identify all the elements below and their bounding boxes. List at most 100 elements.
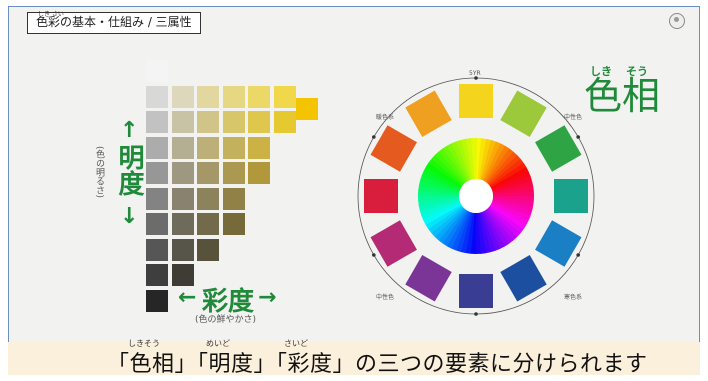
caption-band xyxy=(8,342,700,375)
grey-swatch xyxy=(146,213,168,235)
hue-ring-segment xyxy=(456,139,472,181)
grey-swatch xyxy=(146,136,168,159)
hue-ring-segment xyxy=(438,147,467,183)
hue-ring-segment xyxy=(423,166,462,189)
chroma-swatch xyxy=(197,111,219,133)
chroma-swatch xyxy=(248,136,270,159)
hue-ring-segment xyxy=(485,209,514,245)
hue-ring-segment xyxy=(434,207,466,241)
hue-ring-segment xyxy=(474,212,482,254)
hue-ruby-shiki: しき xyxy=(590,65,612,78)
hue-wheel xyxy=(357,76,595,316)
grey-swatch xyxy=(146,187,168,210)
wheel-tick-dot xyxy=(576,135,580,139)
caption-furigana-3: さいど xyxy=(284,339,308,348)
hue-ring-segment xyxy=(418,194,460,202)
hue-swatch xyxy=(500,90,547,137)
chroma-swatch xyxy=(171,85,194,108)
hue-ring-segment xyxy=(482,210,505,249)
chroma-swatch xyxy=(248,85,270,108)
chroma-swatch xyxy=(222,111,245,133)
grey-swatch xyxy=(146,111,168,133)
hue-ring-segment xyxy=(425,204,463,230)
grey-swatch xyxy=(146,264,168,286)
caption-text: 「色相」「明度」「彩度」の三つの要素に分けられます xyxy=(107,352,648,377)
hue-label: 色相 xyxy=(584,74,661,118)
wheel-tick-dot xyxy=(372,135,376,139)
hue-swatch xyxy=(364,179,398,213)
wheel-tick-dot xyxy=(576,253,580,257)
hue-ring-segment xyxy=(470,138,478,180)
chroma-swatch xyxy=(171,136,194,159)
hue-ring-segment xyxy=(434,150,466,184)
chroma-swatch xyxy=(171,238,194,261)
chroma-swatch xyxy=(222,187,245,210)
chroma-left-arrow: ← xyxy=(178,285,197,310)
hue-swatch xyxy=(459,84,493,118)
breadcrumb-ruby: しき さい xyxy=(38,11,64,18)
hue-ring-segment xyxy=(478,212,492,254)
pure-hue-swatch xyxy=(296,98,318,121)
chroma-swatch xyxy=(197,238,219,261)
chroma-swatch xyxy=(197,85,219,108)
hue-ring-segment xyxy=(487,206,521,238)
chroma-swatch xyxy=(222,213,245,235)
hue-swatch xyxy=(500,255,547,302)
hue-ring-segment xyxy=(485,148,515,184)
hue-ring-segment xyxy=(455,211,472,253)
chroma-swatch xyxy=(171,264,194,286)
hue-ring-segment xyxy=(437,208,467,244)
chroma-swatch xyxy=(197,136,219,159)
hue-ring-segment xyxy=(446,210,469,249)
chroma-swatch xyxy=(171,111,194,133)
hue-ring-segment xyxy=(489,162,527,188)
chroma-swatch xyxy=(171,162,194,184)
hue-ring-segment xyxy=(419,200,461,216)
hue-ring-segment xyxy=(421,170,461,191)
chroma-swatch xyxy=(197,162,219,184)
chroma-swatch xyxy=(171,187,194,210)
hue-ring-segment xyxy=(442,145,468,183)
chroma-swatch xyxy=(273,85,296,108)
hue-ruby-sou: そう xyxy=(626,65,648,78)
hue-ring-segment xyxy=(491,201,531,222)
hue-ring-segment xyxy=(428,157,464,187)
hue-ring-segment xyxy=(481,141,502,181)
wheel-label-tr: 中性色 xyxy=(564,114,583,121)
wheel-label-bl: 中性色 xyxy=(376,294,395,301)
chroma-swatch xyxy=(197,187,219,210)
hue-ring-segment xyxy=(450,211,471,251)
breadcrumb-text: 色彩の基本・仕組み / 三属性 xyxy=(36,15,192,29)
chroma-swatch xyxy=(248,162,270,184)
lightness-sub-label: (色の明るさ) xyxy=(94,146,104,199)
hue-ring-segment xyxy=(492,190,534,198)
hue-swatch xyxy=(554,179,588,213)
hue-ring-segment xyxy=(480,211,496,253)
grey-swatch xyxy=(146,85,168,108)
hue-ring-segment xyxy=(425,161,463,188)
hue-swatch xyxy=(535,125,582,172)
wheel-tick-dot xyxy=(474,312,478,316)
wheel-tick-dot xyxy=(372,253,376,257)
hue-ring-segment xyxy=(484,209,510,247)
chroma-swatch xyxy=(248,111,270,133)
chroma-swatch xyxy=(273,111,296,133)
lightness-up-arrow: ↑ xyxy=(120,118,139,143)
hue-swatch xyxy=(405,90,452,137)
logo-icon xyxy=(669,13,685,29)
grey-swatch xyxy=(146,60,168,82)
lightness-down-arrow: ↓ xyxy=(120,204,139,229)
chroma-swatch xyxy=(222,162,245,184)
hue-ring-segment xyxy=(451,141,471,181)
hue-ring-segment xyxy=(419,175,461,192)
hue-ring-segment xyxy=(489,158,525,187)
hue-ring-segment xyxy=(421,201,461,221)
chroma-label: 彩度 xyxy=(202,287,255,317)
hue-swatch xyxy=(405,255,452,302)
hue-ring-segment xyxy=(481,211,501,251)
hue-ring-segment xyxy=(431,154,465,186)
hue-ring-segment xyxy=(484,145,511,183)
grey-swatch xyxy=(146,238,168,261)
hue-ring-segment xyxy=(488,154,522,186)
wheel-label-tl: 暖色系 xyxy=(376,114,395,121)
